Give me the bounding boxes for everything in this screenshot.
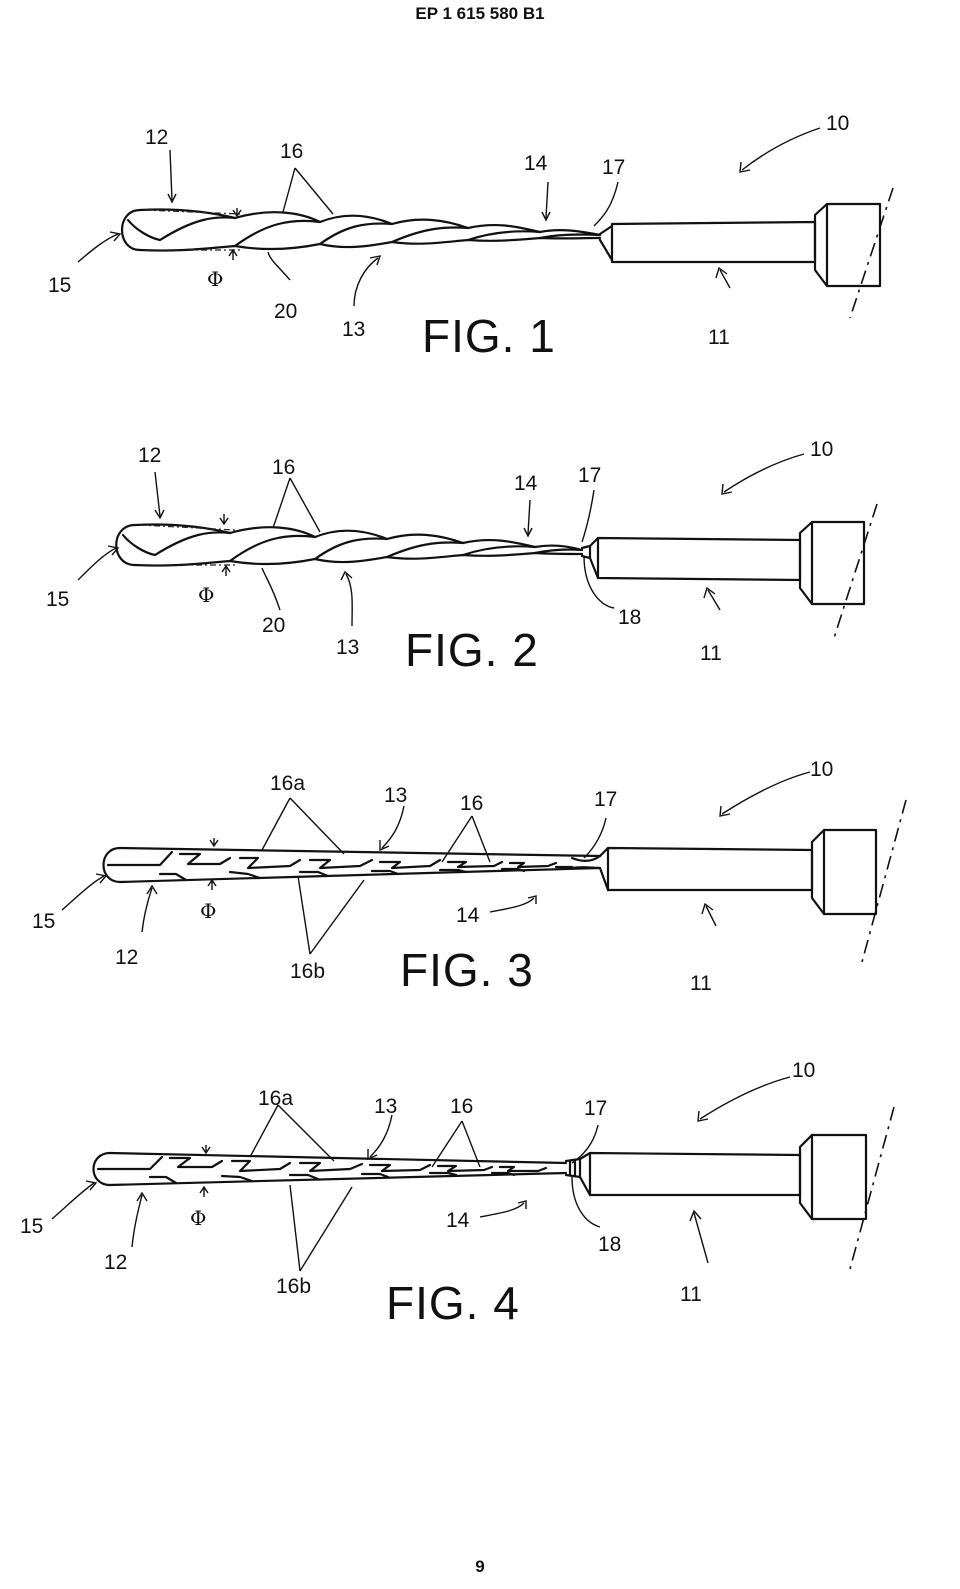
ref-label-10: 10	[810, 438, 833, 461]
figure-caption: FIG. 1	[422, 310, 556, 362]
ref-label-14: 14	[524, 152, 548, 175]
drill-drawing	[120, 187, 894, 319]
ref-label-20: 20	[262, 614, 285, 637]
patent-number: EP 1 615 580 B1	[415, 4, 545, 23]
ref-label-13: 13	[342, 318, 365, 341]
ref-label-16: 16	[272, 456, 295, 479]
ref-label-16a: 16a	[258, 1087, 293, 1110]
ref-label-11: 11	[708, 326, 730, 349]
ref-label-13: 13	[336, 636, 359, 659]
ref-label-20: 20	[274, 300, 297, 323]
drill-drawing	[102, 799, 907, 963]
ref-label-16: 16	[450, 1095, 473, 1118]
ref-label-14: 14	[456, 904, 480, 927]
ref-label-16b: 16b	[276, 1275, 311, 1298]
reference-arrows	[51, 1076, 791, 1272]
ref-label-17: 17	[578, 464, 601, 487]
figure-2: 12 16 14 17 10 15 Φ 20 13 FIG. 2 18 11	[46, 438, 878, 676]
ref-label-14: 14	[446, 1209, 470, 1232]
ref-label-11: 11	[690, 972, 712, 995]
ref-label-16b: 16b	[290, 960, 325, 983]
ref-label-12: 12	[145, 126, 168, 149]
ref-label-16a: 16a	[270, 772, 305, 795]
ref-label-15: 15	[48, 274, 71, 297]
reference-arrows	[77, 453, 805, 627]
ref-label-16: 16	[460, 792, 483, 815]
diameter-symbol: Φ	[190, 1206, 206, 1230]
ref-label-12: 12	[104, 1251, 127, 1274]
ref-label-15: 15	[46, 588, 69, 611]
drill-drawing	[92, 1106, 895, 1270]
ref-label-12: 12	[115, 946, 138, 969]
diameter-symbol: Φ	[200, 899, 216, 923]
diameter-symbol: Φ	[198, 583, 214, 607]
page-number: 9	[475, 1557, 485, 1576]
ref-label-10: 10	[826, 112, 849, 135]
ref-label-17: 17	[594, 788, 617, 811]
ref-label-10: 10	[810, 758, 833, 781]
figure-1: 12 16 14 17 10 15 Φ 20 13 FIG. 1 11	[48, 112, 894, 362]
figure-caption: FIG. 4	[386, 1277, 520, 1329]
reference-arrows	[61, 771, 811, 955]
ref-label-17: 17	[602, 156, 625, 179]
drill-drawing	[115, 503, 878, 639]
diameter-symbol: Φ	[207, 267, 223, 291]
ref-label-17: 17	[584, 1097, 607, 1120]
figure-4: 16a 13 16 17 10 15 Φ 14 18 12 16b FIG. 4…	[20, 1059, 895, 1329]
ref-label-15: 15	[32, 910, 55, 933]
ref-label-18: 18	[598, 1233, 621, 1256]
ref-label-14: 14	[514, 472, 538, 495]
ref-label-11: 11	[680, 1283, 702, 1306]
figure-caption: FIG. 3	[400, 944, 534, 996]
ref-label-13: 13	[384, 784, 407, 807]
ref-label-11: 11	[700, 642, 722, 665]
figure-caption: FIG. 2	[405, 624, 539, 676]
ref-label-12: 12	[138, 444, 161, 467]
ref-label-15: 15	[20, 1215, 43, 1238]
ref-label-16: 16	[280, 140, 303, 163]
figure-3: 16a 13 16 17 10 15 Φ 14 12 16b FIG. 3 11	[32, 758, 907, 996]
ref-label-18: 18	[618, 606, 641, 629]
ref-label-10: 10	[792, 1059, 815, 1082]
reference-arrows	[77, 127, 821, 307]
ref-label-13: 13	[374, 1095, 397, 1118]
